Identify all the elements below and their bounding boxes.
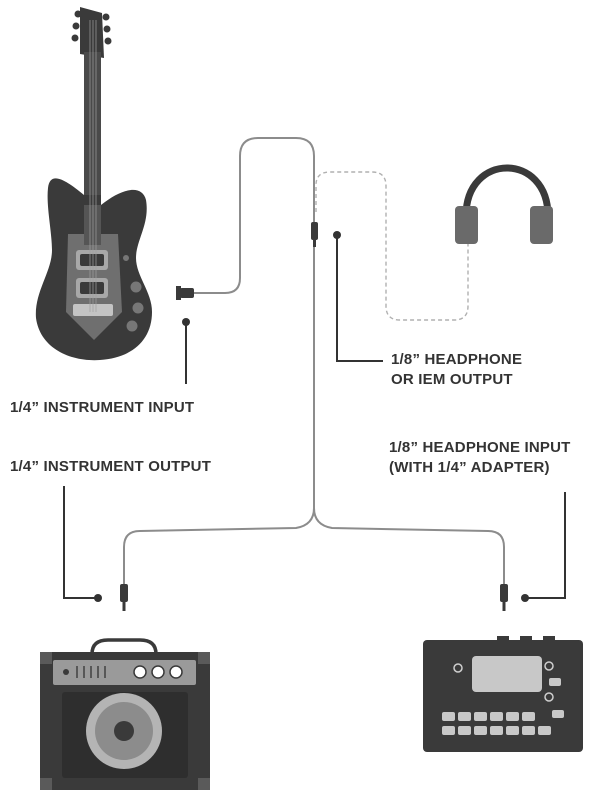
label-headphone-input-line2: (WITH 1/4” ADAPTER): [389, 459, 550, 476]
label-instrument-output: 1/4” INSTRUMENT OUTPUT: [10, 458, 212, 475]
amp-plug: [120, 584, 128, 611]
label-headphone-output-line1: 1/8” HEADPHONE: [391, 351, 523, 368]
leader-headphone-output: [333, 231, 383, 362]
cable-headphone-dashed: [315, 171, 469, 321]
interface-plug: [500, 584, 508, 611]
guitar-plug: [176, 286, 194, 300]
leader-instrument-output: [63, 486, 102, 602]
leader-headphone-input: [521, 492, 566, 602]
label-headphone-input: 1/8” HEADPHONE INPUT (WITH 1/4” ADAPTER): [389, 438, 571, 478]
label-headphone-output-line2: OR IEM OUTPUT: [391, 371, 513, 388]
label-instrument-input: 1/4” INSTRUMENT INPUT: [10, 399, 195, 416]
audio-interface-icon: [423, 636, 583, 752]
headphone-plug: [311, 222, 318, 247]
leader-instrument-input: [182, 318, 190, 384]
amplifier-icon: [40, 638, 210, 790]
headphones-icon: [455, 164, 553, 244]
cable-main: [123, 137, 505, 586]
label-headphone-input-line1: 1/8” HEADPHONE INPUT: [389, 439, 571, 456]
guitar-icon: [35, 7, 152, 361]
label-headphone-output: 1/8” HEADPHONE OR IEM OUTPUT: [391, 350, 522, 390]
